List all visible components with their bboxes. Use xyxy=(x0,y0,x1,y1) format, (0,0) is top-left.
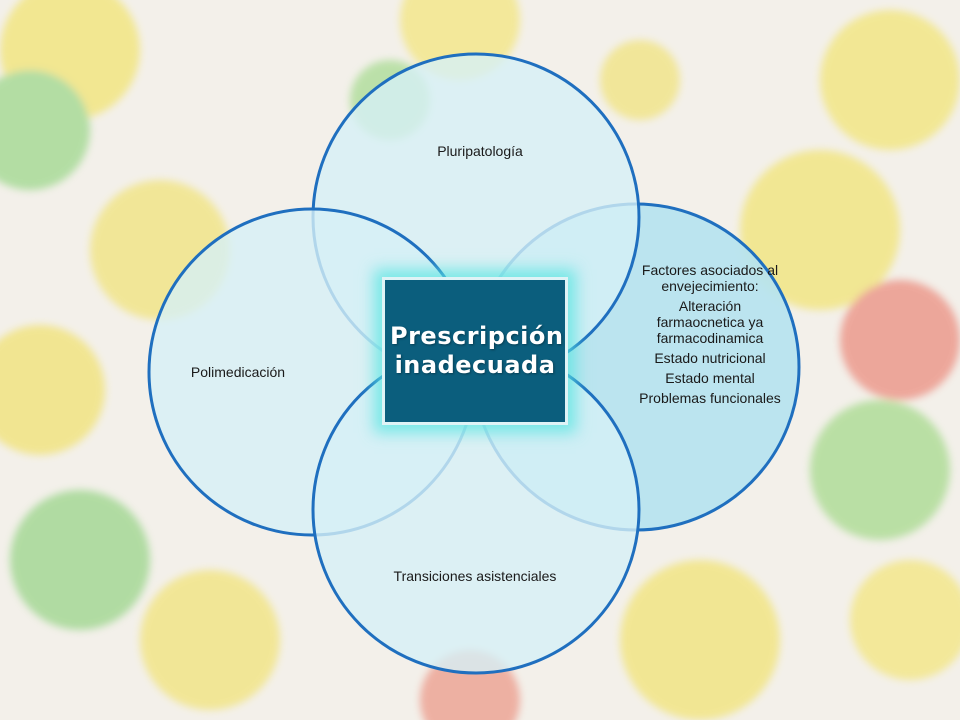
smiley-face-icon xyxy=(820,10,960,150)
label-factores-list: Factores asociados al envejecimiento: Al… xyxy=(636,262,784,410)
center-box: Prescripción inadecuada xyxy=(382,277,568,425)
label-transiciones: Transiciones asistenciales xyxy=(393,568,557,584)
smiley-face-icon xyxy=(740,150,900,310)
factores-item: Estado mental xyxy=(665,370,755,386)
smiley-face-icon xyxy=(810,400,950,540)
smiley-face-icon xyxy=(600,40,680,120)
factores-item: Problemas funcionales xyxy=(639,390,781,406)
smiley-face-icon xyxy=(0,325,105,455)
smiley-face-icon xyxy=(850,560,960,680)
smiley-face-icon xyxy=(10,490,150,630)
smiley-face-icon xyxy=(620,560,780,720)
factores-item: Estado nutricional xyxy=(654,350,766,366)
label-polimedicacion: Polimedicación xyxy=(190,364,286,380)
smiley-face-icon xyxy=(840,280,960,400)
smiley-face-icon xyxy=(140,570,280,710)
factores-item: Alteración farmaocnetica ya farmacodinam… xyxy=(656,298,764,346)
smiley-face-icon xyxy=(0,70,90,190)
label-pluripatologia: Pluripatología xyxy=(437,143,523,159)
factores-heading: Factores asociados al envejecimiento: xyxy=(641,262,779,294)
center-title: Prescripción inadecuada xyxy=(390,322,564,379)
